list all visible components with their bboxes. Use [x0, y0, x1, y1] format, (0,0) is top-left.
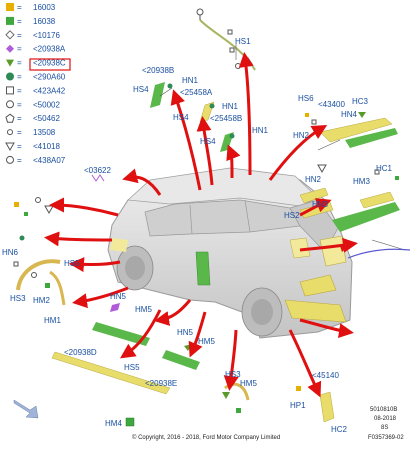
label-hs5-b: HS5 [124, 363, 140, 372]
legend-code: <20938A [33, 45, 66, 54]
label-hs2: HS2 [284, 211, 300, 220]
label-hn2-a: HN2 [293, 131, 310, 140]
legend-symbol-triangle-down-outline-icon [5, 142, 15, 152]
legend-symbol-triangle-down-icon [6, 59, 14, 67]
label-25458b: <25458B [210, 114, 242, 123]
label-hm2: HM2 [33, 296, 50, 305]
legend-symbol-pentagon-outline-icon [5, 113, 15, 123]
legend-symbol-circle-small-outline-icon [7, 129, 13, 136]
legend-code: <10176 [33, 31, 60, 40]
legend-equals: = [17, 156, 22, 165]
legend-symbol-circle-outline-icon [6, 155, 14, 164]
legend-symbol-diamond-outline-icon [5, 30, 15, 40]
label-20938d: <20938D [64, 348, 97, 357]
label-hc1: HC1 [376, 164, 393, 173]
label-hs3-a: HS3 [10, 294, 26, 303]
legend-code: 16038 [33, 17, 56, 26]
legend-equals: = [17, 17, 22, 26]
legend-code: 16003 [33, 3, 56, 12]
label-hm5-c: HM5 [240, 379, 257, 388]
legend-equals: = [17, 59, 22, 68]
label-hs6: HS6 [298, 94, 314, 103]
label-hs3-b: HS3 [225, 370, 241, 379]
legend-equals: = [17, 3, 22, 12]
legend-equals: = [17, 128, 22, 137]
ref-number-4: F0357369-02 [368, 435, 404, 441]
label-20938b: <20938B [142, 66, 174, 75]
part-sketches [13, 8, 400, 427]
legend-code: <438A07 [33, 156, 66, 165]
legend-symbol-square-icon [6, 3, 14, 11]
label-hm1: HM1 [44, 316, 61, 325]
legend-symbol-circle-icon [6, 72, 14, 81]
label-03622: <03622 [84, 166, 111, 175]
callout-arrows [44, 52, 358, 398]
legend-equals: = [17, 142, 22, 151]
label-25458a: <25458A [180, 88, 213, 97]
label-hm3: HM3 [353, 177, 370, 186]
label-hc2: HC2 [331, 425, 348, 434]
label-hn5-b: HN5 [177, 328, 194, 337]
part-labels: HS1 <20938B HN1 HS4 <25458A HN1 HS4 <254… [2, 37, 393, 434]
legend-equals: = [17, 45, 22, 54]
label-hs4-c: HS4 [200, 137, 216, 146]
ref-number-1: 5010810B [370, 407, 397, 413]
legend-code: <423A42 [33, 86, 66, 95]
ref-number-3: 8S [381, 425, 388, 431]
label-hp1: HP1 [290, 401, 306, 410]
legend-equals: = [17, 86, 22, 95]
label-hm5-b: HM5 [198, 337, 215, 346]
label-hn1-a: HN1 [182, 76, 199, 85]
label-hs4-b: HS4 [173, 113, 189, 122]
label-hn2-b: HN2 [305, 175, 322, 184]
legend-code: <50462 [33, 114, 60, 123]
label-hn1-c: HN1 [252, 126, 269, 135]
label-hn3: HN3 [312, 200, 329, 209]
legend-symbol-square-icon [6, 16, 14, 25]
label-20938e: <20938E [145, 379, 177, 388]
legend-code: <41018 [33, 142, 60, 151]
legend-code: <20938C [33, 59, 66, 68]
legend-symbol-square-outline-icon [6, 86, 14, 95]
legend-code: <290A60 [33, 73, 66, 82]
label-hn6: HN6 [2, 248, 19, 257]
legend-equals: = [17, 73, 22, 82]
footer: © Copyright, 2016 - 2018, Ford Motor Com… [132, 407, 404, 441]
label-43400: <43400 [318, 100, 345, 109]
legend-equals: = [17, 114, 22, 123]
label-hs1: HS1 [235, 37, 251, 46]
legend-symbol-circle-outline-icon [6, 100, 14, 109]
ref-number-2: 08-2018 [374, 416, 397, 422]
legend-equals: = [17, 100, 22, 109]
label-hc3: HC3 [352, 97, 369, 106]
label-hn4: HN4 [341, 110, 358, 119]
legend-equals: = [17, 31, 22, 40]
label-hm5-a: HM5 [135, 305, 152, 314]
copyright-text: © Copyright, 2016 - 2018, Ford Motor Com… [132, 434, 280, 441]
label-hn5-a: HN5 [110, 292, 127, 301]
legend-highlight-box [29, 58, 71, 71]
legend-code: <50002 [33, 100, 60, 109]
label-45140: <45140 [312, 371, 339, 380]
label-hs5-a: HS5 [64, 259, 80, 268]
legend-symbol-diamond-icon [6, 44, 14, 53]
legend-code: 13508 [33, 128, 56, 137]
label-hs4-a: HS4 [133, 85, 149, 94]
label-hm4: HM4 [105, 419, 122, 428]
legend: = 16003 = 16038 = <10176 = <20938A = <20938C = <290… [5, 3, 66, 165]
label-hn1-b: HN1 [222, 102, 239, 111]
